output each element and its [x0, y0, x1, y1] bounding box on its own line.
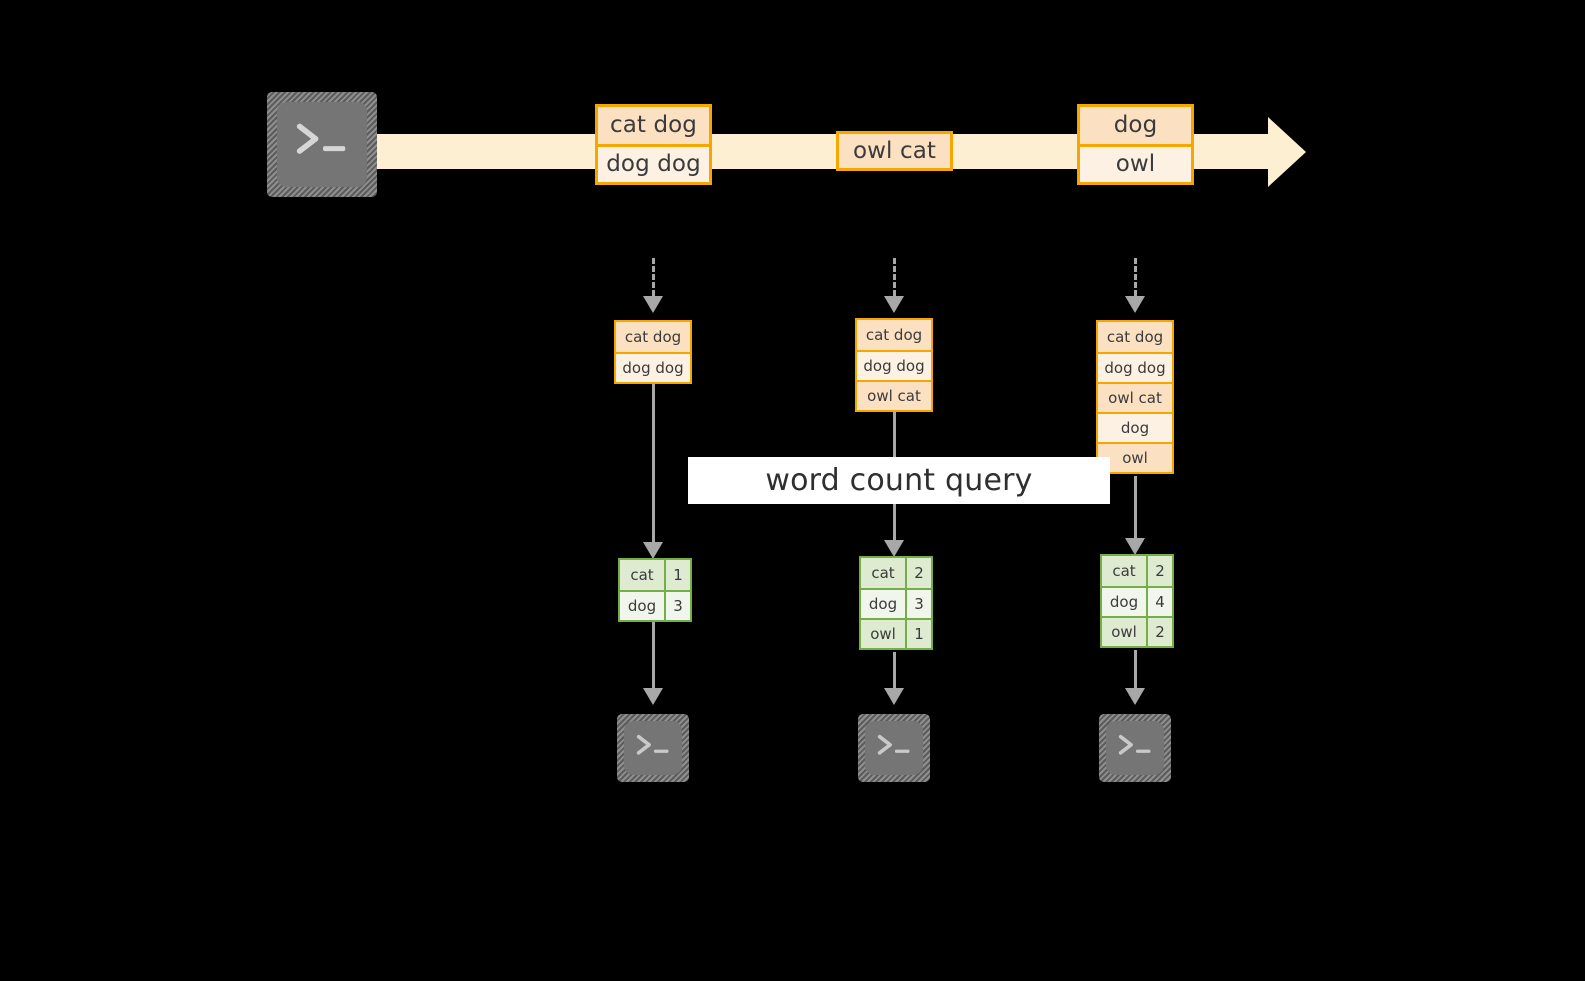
terminal-screen — [277, 102, 367, 187]
result-row: cat 2 — [861, 558, 931, 588]
stream-batch-1: cat dog dog dog — [595, 104, 712, 185]
result-count: 1 — [664, 560, 690, 590]
stream-batch-2: owl cat — [836, 131, 953, 171]
result-row: dog 3 — [620, 590, 690, 620]
batch-line: owl cat — [839, 134, 950, 168]
sink-connector-2-arrowhead — [884, 688, 904, 705]
result-table-3: cat 2 dog 4 owl 2 — [1100, 554, 1174, 648]
sink-terminal-icon-1[interactable] — [617, 714, 689, 782]
accumulated-row: owl cat — [857, 380, 931, 410]
result-count: 3 — [664, 592, 690, 620]
query-connector-3-arrowhead — [1125, 538, 1145, 555]
terminal-prompt-glyph — [633, 732, 673, 759]
result-count: 1 — [905, 620, 931, 648]
result-row: cat 1 — [620, 560, 690, 590]
terminal-screen — [1106, 721, 1164, 775]
accumulated-row: dog dog — [1098, 352, 1172, 382]
batch-line: owl — [1080, 144, 1191, 182]
sink-terminal-icon-3[interactable] — [1099, 714, 1171, 782]
query-label: word count query — [765, 463, 1033, 498]
sink-connector-2 — [893, 652, 896, 694]
sink-connector-1-arrowhead — [643, 688, 663, 705]
result-count: 3 — [905, 590, 931, 618]
result-row: cat 2 — [1102, 556, 1172, 586]
sink-connector-3-arrowhead — [1125, 688, 1145, 705]
accumulated-row: cat dog — [1098, 322, 1172, 352]
accumulated-row: dog dog — [616, 352, 690, 382]
result-row: owl 2 — [1102, 616, 1172, 646]
terminal-screen — [624, 721, 682, 775]
sink-connector-3 — [1134, 650, 1137, 694]
terminal-prompt-glyph — [1115, 732, 1155, 759]
dashed-connector-3 — [1134, 258, 1137, 296]
result-word: cat — [1112, 561, 1136, 580]
result-count: 2 — [1146, 618, 1172, 646]
result-count: 2 — [905, 558, 931, 588]
source-terminal-icon[interactable] — [267, 92, 377, 197]
sink-terminal-icon-2[interactable] — [858, 714, 930, 782]
accumulated-row: dog dog — [857, 350, 931, 380]
result-count: 2 — [1146, 556, 1172, 586]
accumulated-row: owl cat — [1098, 382, 1172, 412]
result-word: cat — [630, 565, 654, 584]
stream-batch-3: dog owl — [1077, 104, 1194, 185]
dashed-connector-3-arrowhead — [1125, 296, 1145, 313]
dashed-connector-2 — [893, 258, 896, 296]
accumulated-row: cat dog — [616, 322, 690, 352]
terminal-screen — [865, 721, 923, 775]
result-word: owl — [1111, 622, 1137, 641]
query-connector-1 — [652, 384, 655, 549]
batch-line: dog — [1080, 107, 1191, 144]
result-word: cat — [871, 563, 895, 582]
terminal-prompt-glyph — [874, 732, 914, 759]
stream-arrowhead — [1268, 117, 1306, 187]
accumulated-row: dog — [1098, 412, 1172, 442]
terminal-prompt-glyph — [291, 119, 353, 161]
dashed-connector-1 — [652, 258, 655, 296]
batch-line: dog dog — [598, 144, 709, 182]
result-row: dog 3 — [861, 588, 931, 618]
accumulated-row: cat dog — [857, 320, 931, 350]
result-count: 4 — [1146, 588, 1172, 616]
accumulated-row: owl — [1098, 442, 1172, 472]
dashed-connector-1-arrowhead — [643, 296, 663, 313]
accumulated-table-1: cat dog dog dog — [614, 320, 692, 384]
accumulated-table-3: cat dog dog dog owl cat dog owl — [1096, 320, 1174, 474]
result-word: owl — [870, 624, 896, 643]
result-table-2: cat 2 dog 3 owl 1 — [859, 556, 933, 650]
query-connector-2-arrowhead — [884, 540, 904, 557]
result-word: dog — [1109, 592, 1139, 611]
query-connector-1-arrowhead — [643, 542, 663, 559]
result-row: dog 4 — [1102, 586, 1172, 616]
result-word: dog — [627, 596, 657, 615]
result-table-1: cat 1 dog 3 — [618, 558, 692, 622]
result-word: dog — [868, 594, 898, 613]
query-banner: word count query — [688, 457, 1110, 504]
query-connector-3 — [1134, 476, 1137, 547]
batch-line: cat dog — [598, 107, 709, 144]
accumulated-table-2: cat dog dog dog owl cat — [855, 318, 933, 412]
sink-connector-1 — [652, 622, 655, 694]
result-row: owl 1 — [861, 618, 931, 648]
dashed-connector-2-arrowhead — [884, 296, 904, 313]
